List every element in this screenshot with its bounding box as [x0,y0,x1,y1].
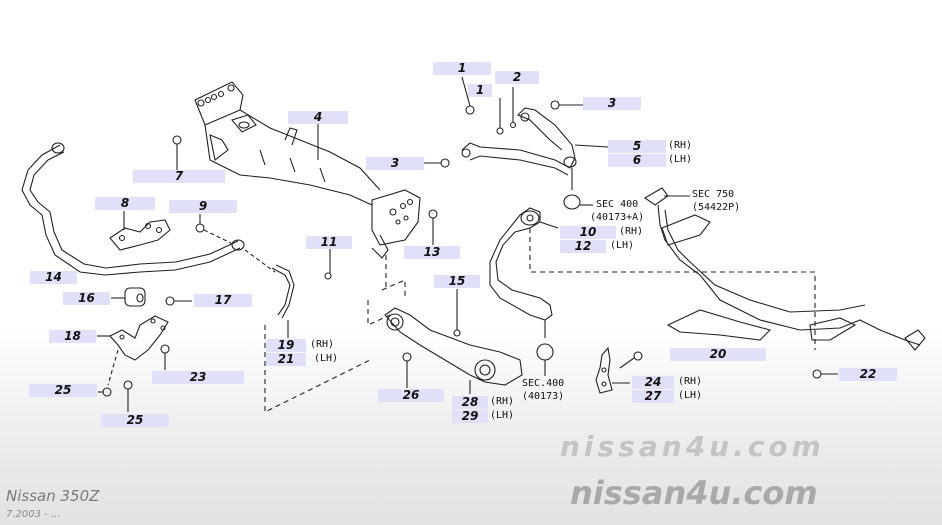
section-ref-sec400-lower[interactable]: SEC.400 [522,378,565,389]
site-logo: nissan4u.com [570,474,818,512]
gusset-24-27 [595,346,630,394]
callout-6[interactable]: 6 [608,154,666,167]
section-ref-sec750[interactable]: SEC 750 [692,189,735,200]
callout-1[interactable]: 1 [468,84,492,97]
bracket-18 [97,315,169,386]
callout-5-side: (RH) [668,140,693,151]
callout-3[interactable]: 3 [583,97,641,110]
upper-link-5-6 [461,107,609,190]
dashed-guide-2 [367,279,406,326]
fasteners [98,76,838,412]
callout-20[interactable]: 20 [670,348,766,361]
callout-12-side: (LH) [610,240,635,251]
callout-3[interactable]: 3 [366,157,424,170]
callout-8[interactable]: 8 [95,197,155,210]
section-ref-sec750-code: (54422P) [692,202,741,213]
callout-24[interactable]: 24 [632,376,674,389]
bushing-16 [111,287,146,307]
callout-15[interactable]: 15 [434,275,480,288]
ball-joint-top [563,194,593,210]
callout-29-side: (LH) [490,410,515,421]
callout-28-side: (RH) [490,396,515,407]
callout-2[interactable]: 2 [495,71,539,84]
stabilizer-bracket-8 [109,211,171,251]
stabilizer-connecting-rod [271,264,295,338]
callout-13[interactable]: 13 [404,246,460,259]
callout-5[interactable]: 5 [608,140,666,153]
model-title: Nissan 350Z [6,487,100,505]
section-ref-sec400-upper-code: (40173+A) [590,212,645,223]
callout-10[interactable]: 10 [560,226,616,239]
front-suspension-member [194,81,421,290]
section-ref-sec400-lower-code: (40173) [522,391,565,402]
callout-4[interactable]: 4 [288,111,348,124]
callout-18[interactable]: 18 [49,330,96,343]
engine-member-20 [643,187,926,351]
lower-link-28-29 [384,307,523,394]
callout-29[interactable]: 29 [452,410,488,423]
stabilizer-bar [21,142,245,276]
transverse-link-10-12 [489,207,816,350]
callout-21-side: (LH) [314,353,339,364]
callout-19[interactable]: 19 [266,339,306,352]
callout-10-side: (RH) [619,226,644,237]
callout-11[interactable]: 11 [306,236,352,249]
callout-22[interactable]: 22 [839,368,897,381]
callout-27[interactable]: 27 [632,390,674,403]
model-date-range: 7.2003 - ... [6,509,61,520]
section-ref-sec400-upper[interactable]: SEC 400 [596,199,639,210]
callout-24-side: (RH) [678,376,703,387]
callout-19-side: (RH) [310,339,335,350]
ball-joint-lower [536,343,554,376]
callout-28[interactable]: 28 [452,396,488,409]
callout-16[interactable]: 16 [63,292,110,305]
callout-25[interactable]: 25 [101,414,169,427]
callout-27-side: (LH) [678,390,703,401]
callout-1[interactable]: 1 [433,62,491,75]
callout-6-side: (LH) [668,154,693,165]
watermark: nissan4u.com [560,430,825,463]
callout-12[interactable]: 12 [560,240,606,253]
callout-17[interactable]: 17 [194,294,252,307]
callout-7[interactable]: 7 [133,170,225,183]
callout-21[interactable]: 21 [266,353,306,366]
callout-9[interactable]: 9 [169,200,237,213]
dashed-guide [264,325,371,413]
callout-14[interactable]: 14 [30,271,77,284]
callout-25[interactable]: 25 [29,384,97,397]
callout-26[interactable]: 26 [378,389,444,402]
callout-23[interactable]: 23 [152,371,244,384]
